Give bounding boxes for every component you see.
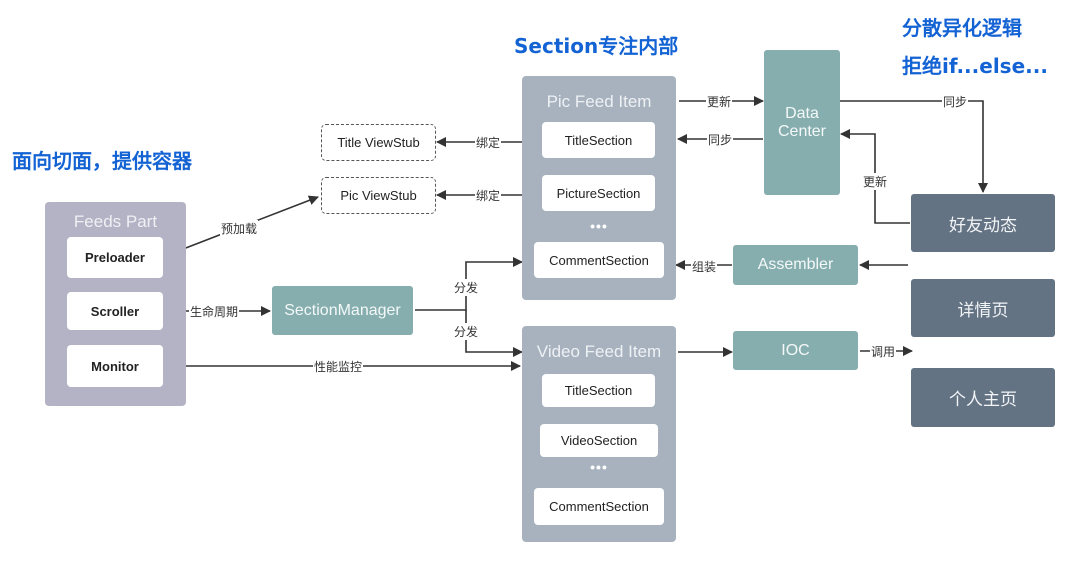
pic-viewstub-node[interactable]: Pic ViewStub [321, 177, 436, 214]
pic-comment-section-node[interactable]: CommentSection [534, 242, 664, 278]
label-bind-title: 绑定 [475, 134, 502, 151]
feeds-part-container: Feeds Part Preloader Scroller Monitor [45, 202, 186, 406]
label-update-from-friend: 更新 [862, 173, 889, 190]
heading-section-focus: Section专注内部 [514, 34, 679, 58]
label-dispatch-pic: 分发 [453, 279, 480, 296]
heading-dispersion-2: 拒绝if...else... [902, 54, 1048, 78]
pic-title-section-node[interactable]: TitleSection [542, 122, 655, 158]
video-video-section-node[interactable]: VideoSection [540, 424, 658, 457]
pic-ellipsis: ••• [590, 218, 608, 234]
edge-sync-to-friend [840, 100, 988, 193]
label-sync-to-friend: 同步 [942, 93, 969, 110]
video-feed-item-container: Video Feed Item TitleSection VideoSectio… [522, 326, 676, 542]
monitor-node[interactable]: Monitor [67, 345, 163, 387]
label-dispatch-video: 分发 [453, 323, 480, 340]
page-profile[interactable]: 个人主页 [911, 368, 1055, 427]
scroller-node[interactable]: Scroller [67, 292, 163, 330]
video-comment-section-node[interactable]: CommentSection [534, 488, 664, 525]
label-bind-pic: 绑定 [475, 187, 502, 204]
assembler-node[interactable]: Assembler [733, 245, 858, 285]
label-sync-from-dc: 同步 [707, 131, 734, 148]
video-ellipsis: ••• [590, 459, 608, 475]
label-assemble: 组装 [691, 258, 718, 275]
title-viewstub-node[interactable]: Title ViewStub [321, 124, 436, 161]
data-center-label: Data Center [777, 104, 827, 140]
video-feed-item-title: Video Feed Item [536, 342, 662, 361]
ioc-node[interactable]: IOC [733, 331, 858, 370]
video-title-section-node[interactable]: TitleSection [542, 374, 655, 407]
data-center-node[interactable]: Data Center [764, 50, 840, 195]
pic-picture-section-node[interactable]: PictureSection [542, 175, 655, 211]
pic-feed-item-title: Pic Feed Item [546, 92, 652, 111]
label-lifecycle: 生命周期 [189, 303, 240, 320]
preloader-node[interactable]: Preloader [67, 237, 163, 278]
feeds-part-title: Feeds Part [73, 212, 158, 231]
page-detail[interactable]: 详情页 [911, 279, 1055, 337]
section-manager-node[interactable]: SectionManager [272, 286, 413, 335]
label-update-to-dc: 更新 [706, 93, 733, 110]
label-perf-monitor: 性能监控 [313, 358, 364, 375]
pic-feed-item-container: Pic Feed Item TitleSection PictureSectio… [522, 76, 676, 300]
heading-dispersion-1: 分散异化逻辑 [902, 16, 1022, 40]
heading-aspect: 面向切面，提供容器 [12, 149, 192, 173]
label-invoke: 调用 [870, 343, 897, 360]
label-preload: 预加载 [220, 220, 259, 237]
page-friend-feed[interactable]: 好友动态 [911, 194, 1055, 252]
